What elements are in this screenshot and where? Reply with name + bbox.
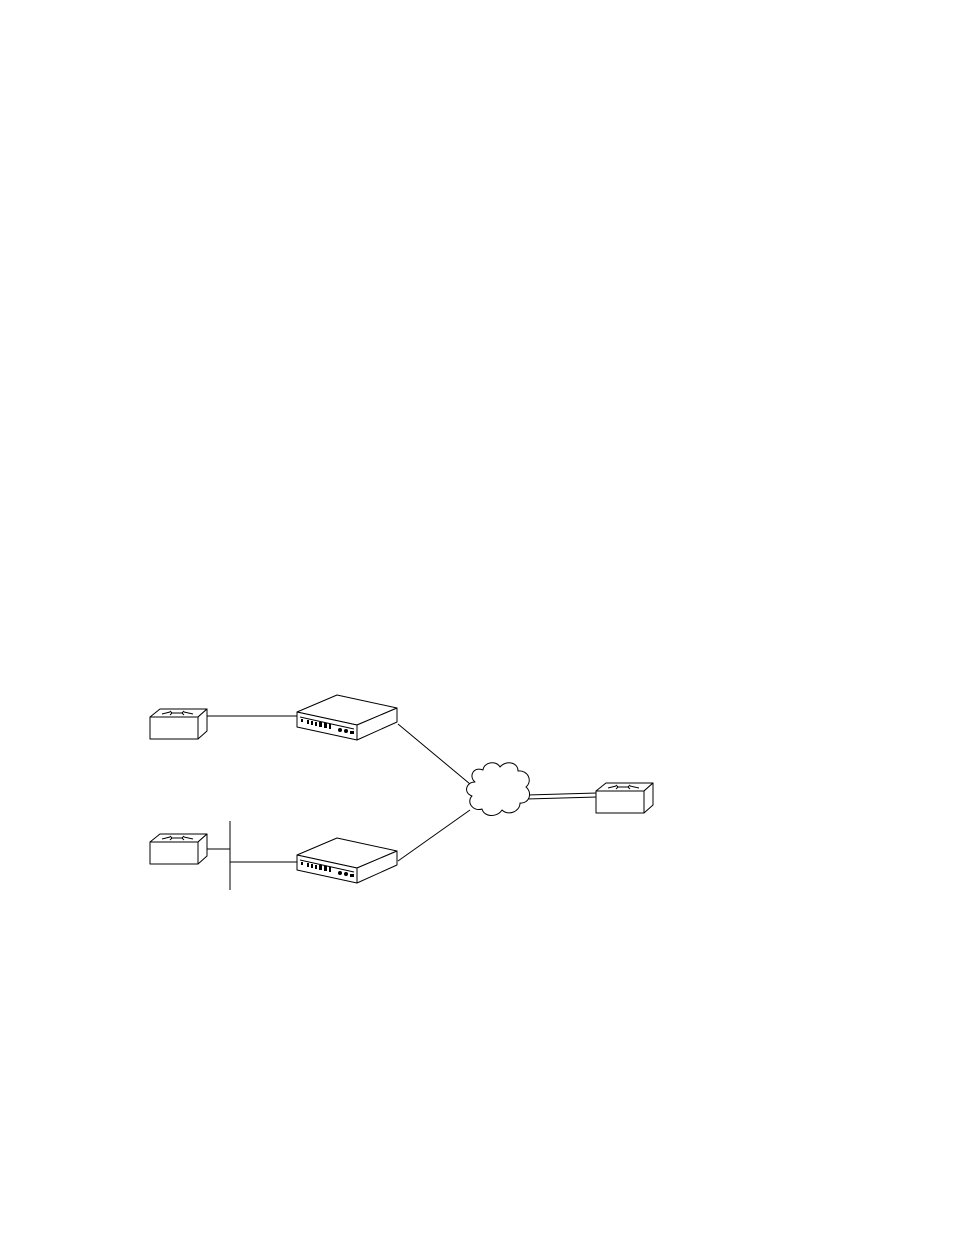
link-device-top-to-cloud: [398, 724, 470, 784]
wan-cloud: [467, 763, 530, 816]
access-device-bottom: [297, 838, 397, 883]
router-bottom-left: [150, 834, 207, 864]
router-right: [596, 783, 653, 813]
access-device-top: [297, 695, 397, 740]
link-device-bottom-to-cloud: [398, 810, 470, 861]
link-cloud-to-router-right: [527, 793, 597, 799]
router-top-left: [150, 709, 207, 739]
